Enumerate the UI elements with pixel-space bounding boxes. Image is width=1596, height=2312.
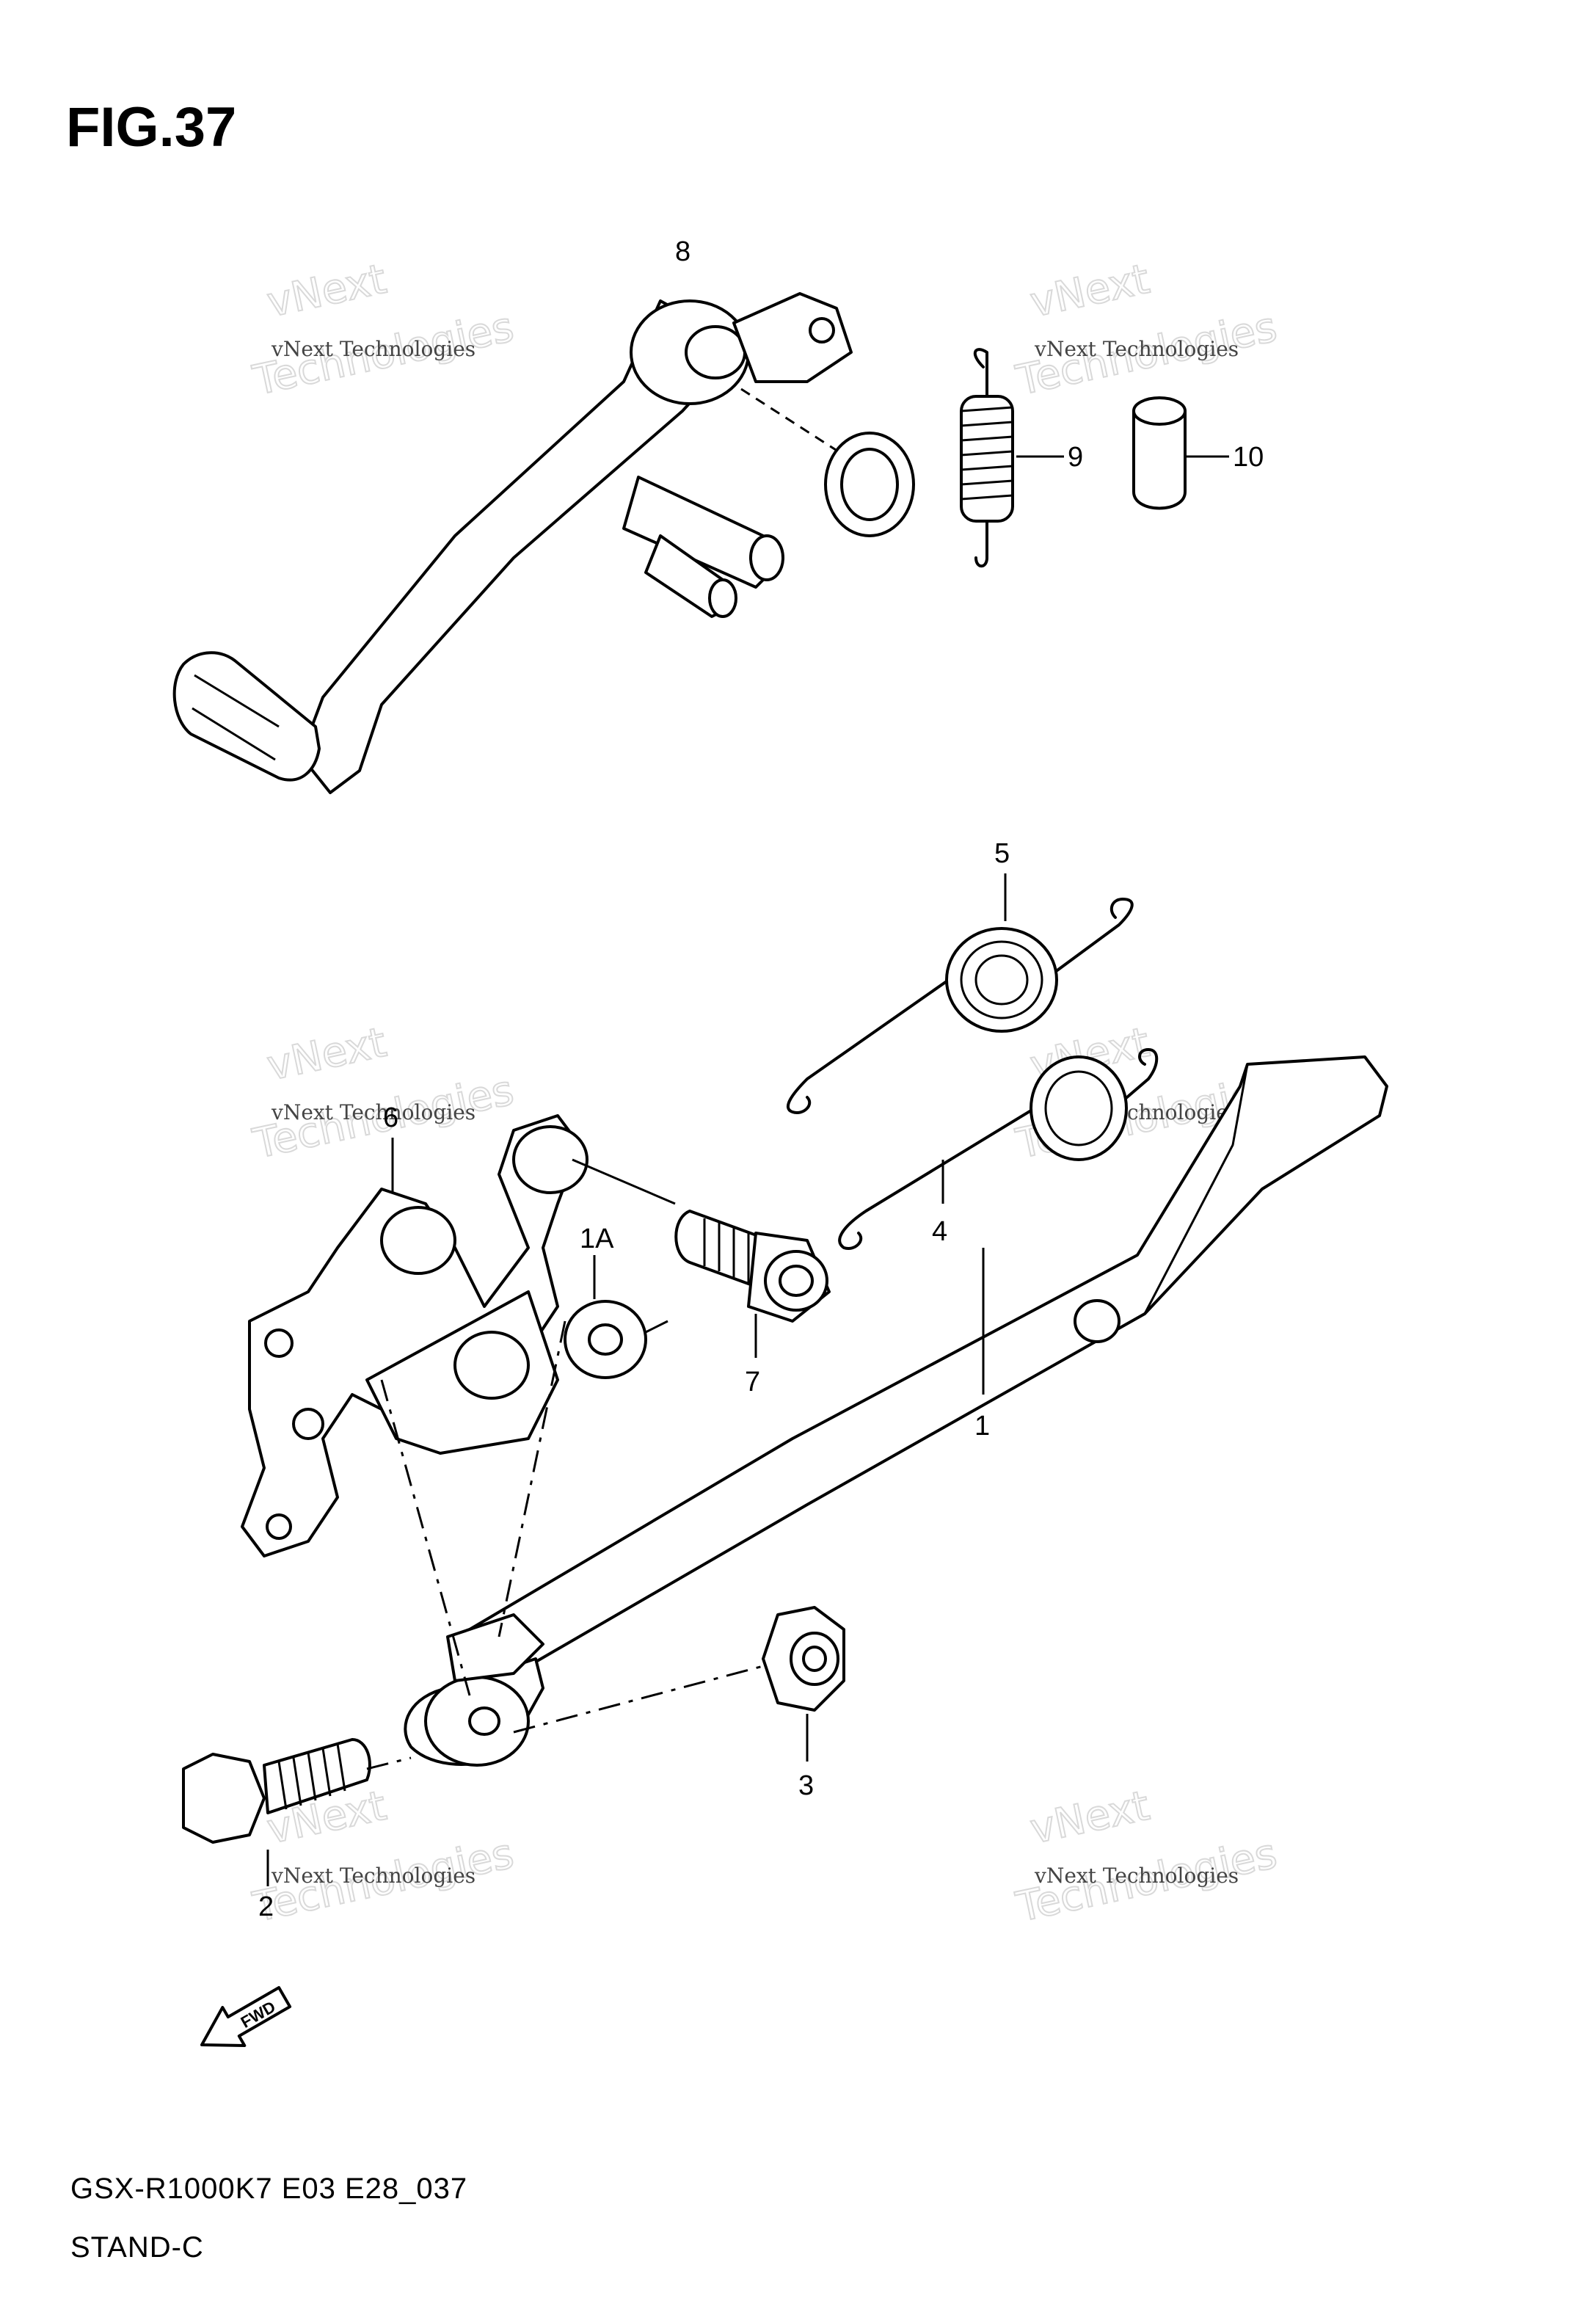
watermark-company: vNext Technologies — [1034, 1864, 1239, 1888]
part-1a-washer — [564, 1255, 668, 1379]
watermark-bottom-right: vNext Technologies vNext Technologies — [1011, 1781, 1281, 1933]
watermark-line1: vNext — [263, 1019, 391, 1091]
watermark-line1: vNext — [1027, 1782, 1154, 1854]
watermark-company: vNext Technologies — [271, 1864, 475, 1888]
model-code: GSX-R1000K7 E03 E28_037 — [70, 2173, 468, 2205]
part-2-pivot-bolt — [182, 1738, 412, 1886]
figure-title: FIG.37 — [66, 96, 237, 159]
part-9-spring — [960, 348, 1064, 568]
watermark-company: vNext Technologies — [271, 1100, 475, 1124]
part-8-brake-pedal — [172, 292, 853, 794]
part-6-bracket — [241, 1114, 676, 1696]
forward-direction-arrow-icon: FWD — [200, 1985, 292, 2047]
watermark-line1: vNext — [1027, 255, 1154, 327]
callout-labels: 8 9 10 5 6 1A 4 7 1 3 2 — [258, 236, 1264, 1922]
part-washer — [824, 432, 915, 537]
watermark-top-left: vNext Technologies vNext Technologies — [248, 255, 518, 406]
callout-5: 5 — [994, 838, 1010, 869]
watermark-line1: vNext — [263, 255, 391, 327]
watermark-company: vNext Technologies — [1034, 337, 1239, 361]
watermark-company: vNext Technologies — [271, 337, 475, 361]
callout-6: 6 — [383, 1102, 398, 1133]
callout-2: 2 — [258, 1891, 274, 1922]
part-7-bolt — [674, 1210, 831, 1358]
part-10-bushing — [1132, 396, 1229, 510]
watermark-top-right: vNext Technologies vNext Technologies — [1011, 255, 1281, 406]
watermark-mid-left: vNext Technologies vNext Technologies — [248, 1018, 518, 1169]
callout-8: 8 — [675, 236, 690, 267]
callout-9: 9 — [1068, 442, 1083, 473]
callout-4: 4 — [932, 1216, 947, 1247]
callout-3: 3 — [798, 1770, 814, 1801]
part-5-spring — [787, 873, 1134, 1114]
part-1-side-stand — [404, 1055, 1388, 1767]
callout-10: 10 — [1233, 442, 1264, 473]
callout-7: 7 — [745, 1367, 760, 1397]
part-3-nut — [513, 1606, 845, 1762]
callout-1a: 1A — [580, 1224, 614, 1254]
watermarks: vNext Technologies vNext Technologies vN… — [248, 255, 1281, 1933]
section-name: STAND-C — [70, 2231, 204, 2264]
part-4-spring — [838, 1048, 1159, 1250]
callout-1: 1 — [974, 1411, 990, 1442]
